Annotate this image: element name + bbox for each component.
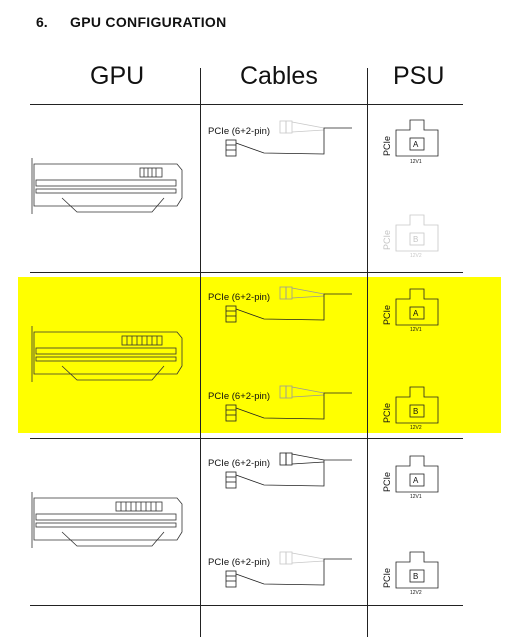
psu-connector-graphic (395, 551, 439, 589)
pcie-cable-graphic (225, 120, 352, 157)
cable-label: PCIe (6+2-pin) (208, 126, 271, 137)
cable-label: PCIe (6+2-pin) (208, 557, 271, 568)
gpu-graphic (31, 326, 183, 382)
gpu-column-header: GPU (90, 62, 145, 90)
pcie-cable-graphic (225, 385, 352, 422)
psu-port-sub: 12V1 (410, 327, 422, 333)
cable-label: PCIe (6+2-pin) (208, 391, 271, 402)
gpu-graphic (31, 492, 183, 548)
cable-label: PCIe (6+2-pin) (208, 292, 271, 303)
psu-port-letter: B (413, 572, 419, 581)
gpu-graphic (31, 158, 183, 214)
psu-port-sub: 12V2 (410, 425, 422, 431)
pcie-cable-graphic (225, 551, 352, 588)
psu-port-sub: 12V1 (410, 494, 422, 500)
cables-column-header: Cables (240, 62, 318, 90)
highlighted-row-background (18, 277, 501, 433)
column-divider-2 (367, 68, 368, 637)
row-divider-header (30, 104, 463, 105)
section-title: GPU CONFIGURATION (70, 14, 227, 30)
psu-port-letter: A (413, 309, 419, 318)
pcie-cable-graphic (225, 452, 352, 489)
psu-connector-graphic (395, 119, 439, 157)
row-divider-3 (30, 605, 463, 606)
column-divider-1 (200, 68, 201, 637)
psu-port-letter: B (413, 407, 419, 416)
psu-port-letter: A (413, 140, 419, 149)
psu-column-header: PSU (393, 62, 445, 90)
pcie-cable-graphic (225, 286, 352, 323)
psu-port-sub: 12V2 (410, 590, 422, 596)
psu-port-sub: 12V2 (410, 253, 422, 259)
psu-port-letter: A (413, 476, 419, 485)
psu-connector-graphic (395, 214, 439, 252)
psu-port-letter: B (413, 235, 419, 244)
row-divider-2 (30, 438, 463, 439)
psu-connector-graphic (395, 455, 439, 493)
psu-connector-graphic (395, 288, 439, 326)
row-divider-1 (30, 272, 463, 273)
psu-port-sub: 12V1 (410, 159, 422, 165)
psu-connector-graphic (395, 386, 439, 424)
section-number: 6. (36, 14, 48, 30)
cable-label: PCIe (6+2-pin) (208, 458, 271, 469)
